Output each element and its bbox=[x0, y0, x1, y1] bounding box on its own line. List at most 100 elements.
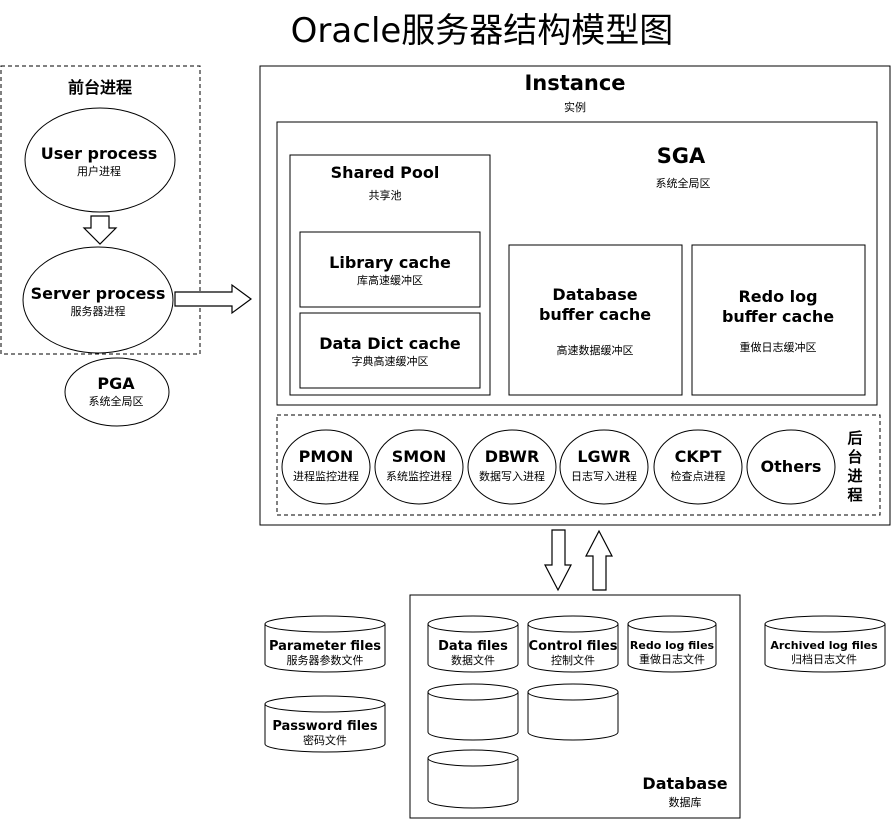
pga-sub: 系统全局区 bbox=[89, 394, 144, 408]
database-sub: 数据库 bbox=[669, 795, 702, 809]
background-process-name: LGWR bbox=[577, 447, 630, 466]
cylinder-body bbox=[427, 691, 519, 741]
db-buffer-cache-box bbox=[508, 244, 683, 396]
pga-name: PGA bbox=[97, 374, 135, 393]
database-name: Database bbox=[642, 774, 727, 793]
file-cylinders bbox=[264, 615, 886, 809]
redo-log-files-name: Redo log files bbox=[630, 639, 715, 652]
background-label-char: 程 bbox=[847, 486, 862, 504]
cylinder-top bbox=[527, 615, 619, 633]
library-cache-box bbox=[299, 231, 481, 308]
background-process-ellipse bbox=[281, 429, 371, 505]
cylinder-body bbox=[264, 703, 386, 753]
parameter-files-sub: 服务器参数文件 bbox=[287, 653, 364, 667]
password-files-name: Password files bbox=[272, 719, 378, 734]
cylinder-top bbox=[427, 615, 519, 633]
cylinder-top bbox=[527, 683, 619, 701]
data-files-cylinder bbox=[427, 683, 519, 741]
cylinder-body bbox=[627, 623, 717, 673]
down-arrow-icon bbox=[544, 529, 572, 592]
background-process-ellipse bbox=[467, 429, 557, 505]
user-process-sub: 用户进程 bbox=[77, 164, 121, 178]
redo-buffer-line1: Redo log bbox=[738, 287, 817, 306]
cylinder-body bbox=[527, 623, 619, 673]
background-process-sub: 进程监控进程 bbox=[293, 469, 359, 483]
control-files-name: Control files bbox=[529, 639, 618, 654]
redo-buffer-line2: buffer cache bbox=[722, 307, 834, 326]
password-files-cylinder bbox=[264, 695, 386, 753]
instance-sub: 实例 bbox=[564, 100, 586, 114]
background-process-group bbox=[276, 414, 881, 516]
archived-log-files-name: Archived log files bbox=[770, 639, 878, 652]
cylinder-top bbox=[264, 615, 386, 633]
cylinder-top bbox=[264, 695, 386, 713]
data-files-name: Data files bbox=[438, 639, 508, 654]
frontend-process-label: 前台进程 bbox=[68, 78, 132, 97]
background-process-sub: 数据写入进程 bbox=[479, 469, 545, 483]
archived-log-files-cylinder bbox=[764, 615, 886, 673]
background-label-char: 后 bbox=[847, 429, 862, 447]
background-process-node: SMON 系统监控进程 bbox=[374, 429, 464, 505]
background-process-ellipse bbox=[653, 429, 743, 505]
data-dict-cache-name: Data Dict cache bbox=[319, 334, 461, 353]
background-process-ellipse bbox=[374, 429, 464, 505]
control-files-sub: 控制文件 bbox=[551, 653, 595, 667]
cylinder-body bbox=[527, 691, 619, 741]
background-process-node: PMON 进程监控进程 bbox=[281, 429, 371, 505]
pga-node bbox=[64, 357, 170, 427]
right-arrow-icon bbox=[174, 283, 253, 315]
server-process-sub: 服务器进程 bbox=[71, 305, 126, 318]
server-process-name: Server process bbox=[31, 284, 166, 303]
cylinder-body bbox=[427, 757, 519, 809]
background-process-name: SMON bbox=[392, 447, 446, 466]
server-process-node bbox=[22, 246, 174, 354]
background-process-name: PMON bbox=[299, 447, 354, 466]
db-buffer-cache-line1: Database bbox=[552, 285, 637, 304]
data-dict-cache-sub: 字典高速缓冲区 bbox=[352, 354, 429, 368]
shared-pool-name: Shared Pool bbox=[331, 163, 440, 182]
cylinder-body bbox=[264, 623, 386, 673]
background-process-row: PMON 进程监控进程 SMON 系统监控进程 DBWR 数据写入进程 LGWR 日志写入进程… bbox=[281, 429, 836, 505]
sga-sub: 系统全局区 bbox=[656, 176, 711, 190]
cylinder-top bbox=[427, 749, 519, 767]
data-files-sub: 数据文件 bbox=[451, 653, 495, 667]
data-files-cylinder bbox=[427, 749, 519, 809]
library-cache-sub: 库高速缓冲区 bbox=[357, 273, 423, 287]
cylinder-body bbox=[764, 623, 886, 673]
library-cache-name: Library cache bbox=[329, 253, 451, 272]
control-files-cylinder bbox=[527, 683, 619, 741]
db-buffer-cache-sub: 高速数据缓冲区 bbox=[557, 343, 634, 357]
data-files-cylinder bbox=[427, 615, 519, 673]
background-process-name: DBWR bbox=[485, 447, 540, 466]
archived-log-files-sub: 归档日志文件 bbox=[791, 652, 857, 666]
background-process-ellipse bbox=[559, 429, 649, 505]
background-label-char: 进 bbox=[847, 467, 862, 485]
user-process-name: User process bbox=[41, 144, 158, 163]
instance-name: Instance bbox=[524, 71, 625, 95]
redo-log-files-sub: 重做日志文件 bbox=[639, 652, 705, 666]
db-buffer-cache-line2: buffer cache bbox=[539, 305, 651, 324]
data-dict-cache-box bbox=[299, 312, 481, 389]
background-process-node: LGWR 日志写入进程 bbox=[559, 429, 649, 505]
parameter-files-name: Parameter files bbox=[269, 639, 381, 654]
cylinder-body bbox=[427, 623, 519, 673]
shared-pool-sub: 共享池 bbox=[369, 188, 402, 202]
background-process-label: 后 台 进 程 bbox=[847, 429, 862, 504]
background-process-sub: 系统监控进程 bbox=[386, 469, 452, 483]
sga-name: SGA bbox=[657, 144, 706, 168]
frontend-process-group bbox=[0, 65, 201, 355]
redo-buffer-sub: 重做日志缓冲区 bbox=[740, 340, 817, 354]
background-process-ellipse bbox=[746, 429, 836, 505]
password-files-sub: 密码文件 bbox=[303, 733, 347, 747]
parameter-files-cylinder bbox=[264, 615, 386, 673]
control-files-cylinder bbox=[527, 615, 619, 673]
user-process-node bbox=[24, 107, 176, 213]
background-process-sub: 日志写入进程 bbox=[571, 470, 637, 483]
page-title: Oracle服务器结构模型图 bbox=[291, 11, 674, 51]
background-process-name: Others bbox=[761, 457, 822, 476]
background-process-sub: 检查点进程 bbox=[671, 469, 726, 483]
background-process-node: Others bbox=[746, 429, 836, 505]
down-arrow-icon bbox=[82, 215, 118, 245]
